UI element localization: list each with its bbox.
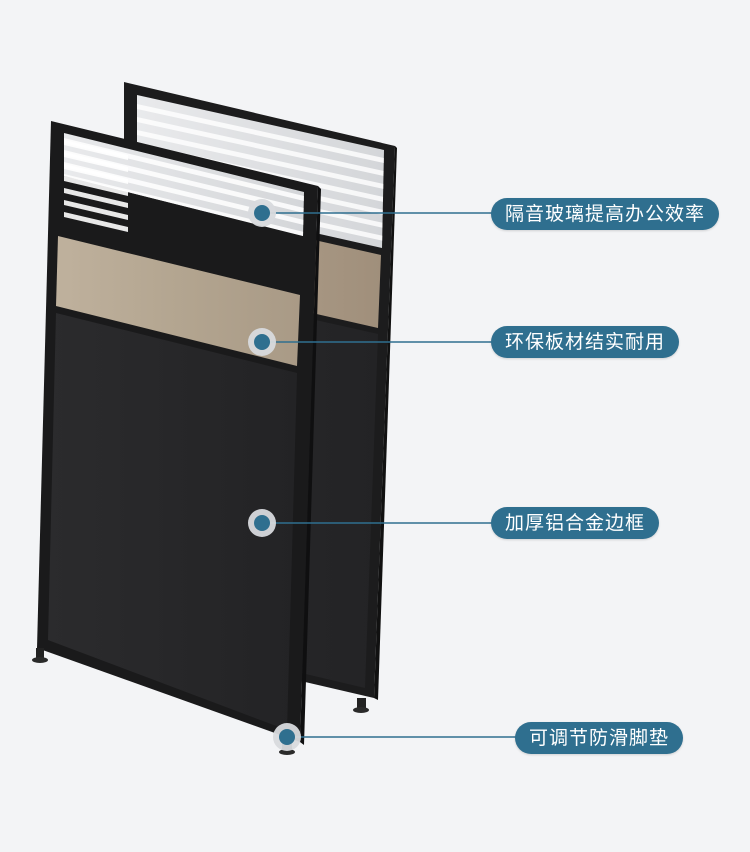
callout-feet-label: 可调节防滑脚垫	[515, 722, 684, 754]
marker-feet	[273, 723, 301, 751]
marker-frame	[248, 509, 276, 537]
marker-board	[248, 328, 276, 356]
leader-lines	[262, 212, 516, 738]
callout-frame-label: 加厚铝合金边框	[491, 507, 660, 539]
callout-glass-label: 隔音玻璃提高办公效率	[491, 198, 720, 230]
callout-board-label: 环保板材结实耐用	[491, 326, 680, 358]
front-partition-panel	[32, 121, 321, 755]
front-left-louvers	[64, 140, 128, 232]
marker-glass	[248, 199, 276, 227]
